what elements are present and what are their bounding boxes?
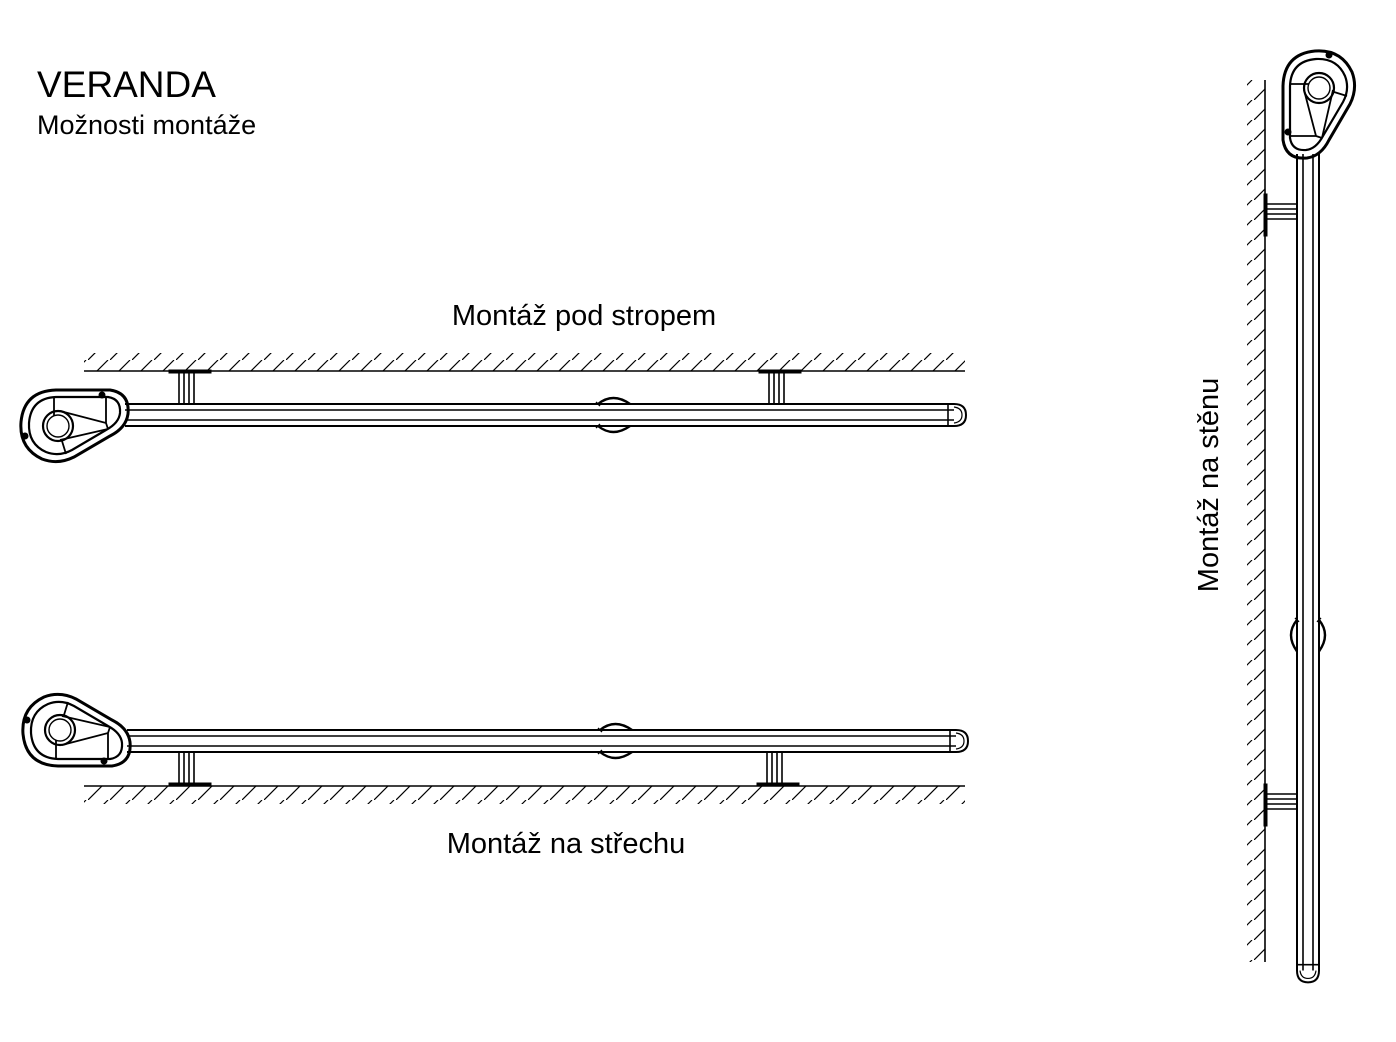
ceiling-mount-assembly: Montáž pod stropem [19, 300, 968, 464]
bracket [168, 369, 212, 404]
bracket [168, 752, 212, 787]
rail-end-head [21, 692, 132, 768]
ceiling-mount-label: Montáž pod stropem [452, 300, 716, 332]
rail-end-head [1281, 49, 1357, 160]
roof-mount-label: Montáž na střechu [447, 828, 686, 860]
roof-hatch [84, 786, 965, 804]
bracket [756, 752, 800, 787]
page-title: VERANDA [37, 64, 216, 105]
bracket [1263, 783, 1298, 827]
wall-mount-assembly: Montáž na stěnu [1193, 49, 1357, 984]
rail-pipe [123, 396, 968, 434]
ceiling-hatch [84, 353, 965, 371]
rail-end-head [19, 388, 130, 464]
wall-mount-label: Montáž na stěnu [1193, 378, 1225, 592]
bracket [758, 369, 802, 404]
roof-mount-assembly: Montáž na střechu [21, 692, 970, 860]
wall-hatch [1247, 80, 1265, 962]
rail-pipe [1289, 152, 1327, 984]
rail-pipe [125, 722, 970, 760]
page-subtitle: Možnosti montáže [37, 110, 257, 140]
bracket [1263, 193, 1298, 237]
